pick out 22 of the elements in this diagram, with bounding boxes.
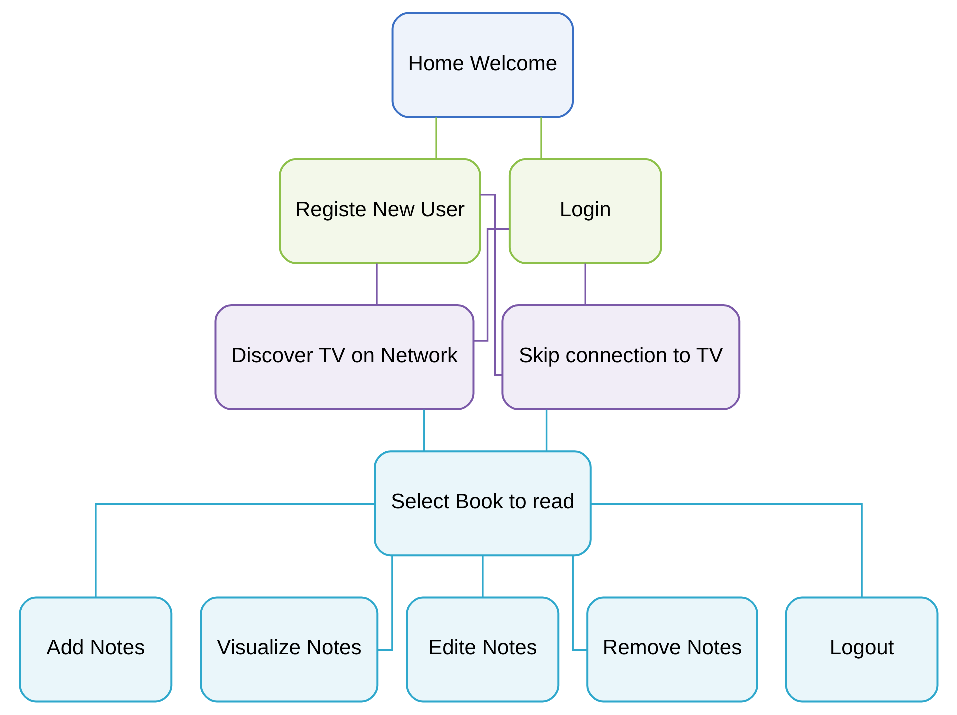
connector <box>540 118 542 159</box>
node-box: Visualize Notes <box>200 596 378 703</box>
node-box: Skip connection to TV <box>501 304 740 410</box>
node-box: Login <box>508 158 662 264</box>
node-box: Remove Notes <box>586 596 758 703</box>
node-box: Logout <box>784 596 938 703</box>
connector <box>474 228 509 342</box>
node-box: Select Book to read <box>374 450 592 557</box>
connector <box>482 556 484 598</box>
connector <box>590 503 862 598</box>
node-box: Edite Notes <box>406 596 560 703</box>
node-box: Add Notes <box>18 596 172 703</box>
connector <box>423 410 425 452</box>
connector <box>584 264 586 306</box>
connector <box>376 264 378 306</box>
connector <box>545 410 548 452</box>
node-box: Home Welcome <box>391 12 574 118</box>
connector <box>377 556 393 652</box>
connector <box>94 503 374 598</box>
node-box: Discover TV on Network <box>214 304 474 410</box>
connector <box>435 118 437 159</box>
node-box: Registe New User <box>278 158 481 264</box>
